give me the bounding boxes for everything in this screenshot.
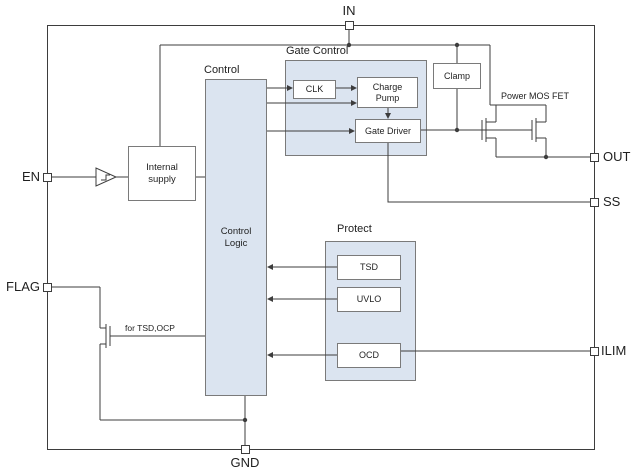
protect-group-label: Protect [337,223,372,235]
clk-label: CLK [305,84,324,95]
tsd-block: TSD [337,255,401,280]
charge-pump-block: Charge Pump [357,77,418,108]
pin-label-flag: FLAG [6,279,40,294]
power-mos-fet-label: Power MOS FET [501,91,570,101]
gate-driver-block: Gate Driver [355,119,421,143]
tsd-label: TSD [360,262,378,273]
charge-pump-label-line1: Charge [372,81,403,92]
charge-pump-label-line2: Pump [375,92,400,103]
uvlo-block: UVLO [337,287,401,312]
pin-label-out: OUT [603,149,631,164]
internal-supply-label-line1: Internal [146,162,178,174]
clamp-label: Clamp [443,70,470,81]
clamp-block: Clamp [433,63,481,89]
pin-in [345,21,354,30]
ic-boundary [47,25,595,450]
pin-ilim [590,347,599,356]
control-logic-label-line1: Control [220,225,252,237]
uvlo-label: UVLO [356,294,382,305]
pin-label-ilim: ILIM [601,343,627,358]
control-logic-block: Control Logic [205,79,267,396]
pin-label-gnd: GND [230,455,260,470]
gate-driver-label: Gate Driver [364,125,411,136]
ocd-label: OCD [359,350,379,361]
pin-label-in: IN [342,3,356,18]
internal-supply-label-line2: supply [148,173,176,185]
pin-ss [590,198,599,207]
pin-label-ss: SS [603,194,621,209]
for-tsd-ocp-label: for TSD,OCP [125,323,175,333]
clk-block: CLK [293,80,336,99]
pin-gnd [241,445,250,454]
ocd-block: OCD [337,343,401,368]
internal-supply-block: Internal supply [128,146,196,201]
gate-control-group-label: Gate Control [286,45,349,57]
pin-out [590,153,599,162]
pin-en [43,173,52,182]
pin-label-en: EN [21,169,40,184]
control-group-label: Control [204,64,240,76]
pin-flag [43,283,52,292]
control-logic-label-line2: Logic [224,237,248,249]
